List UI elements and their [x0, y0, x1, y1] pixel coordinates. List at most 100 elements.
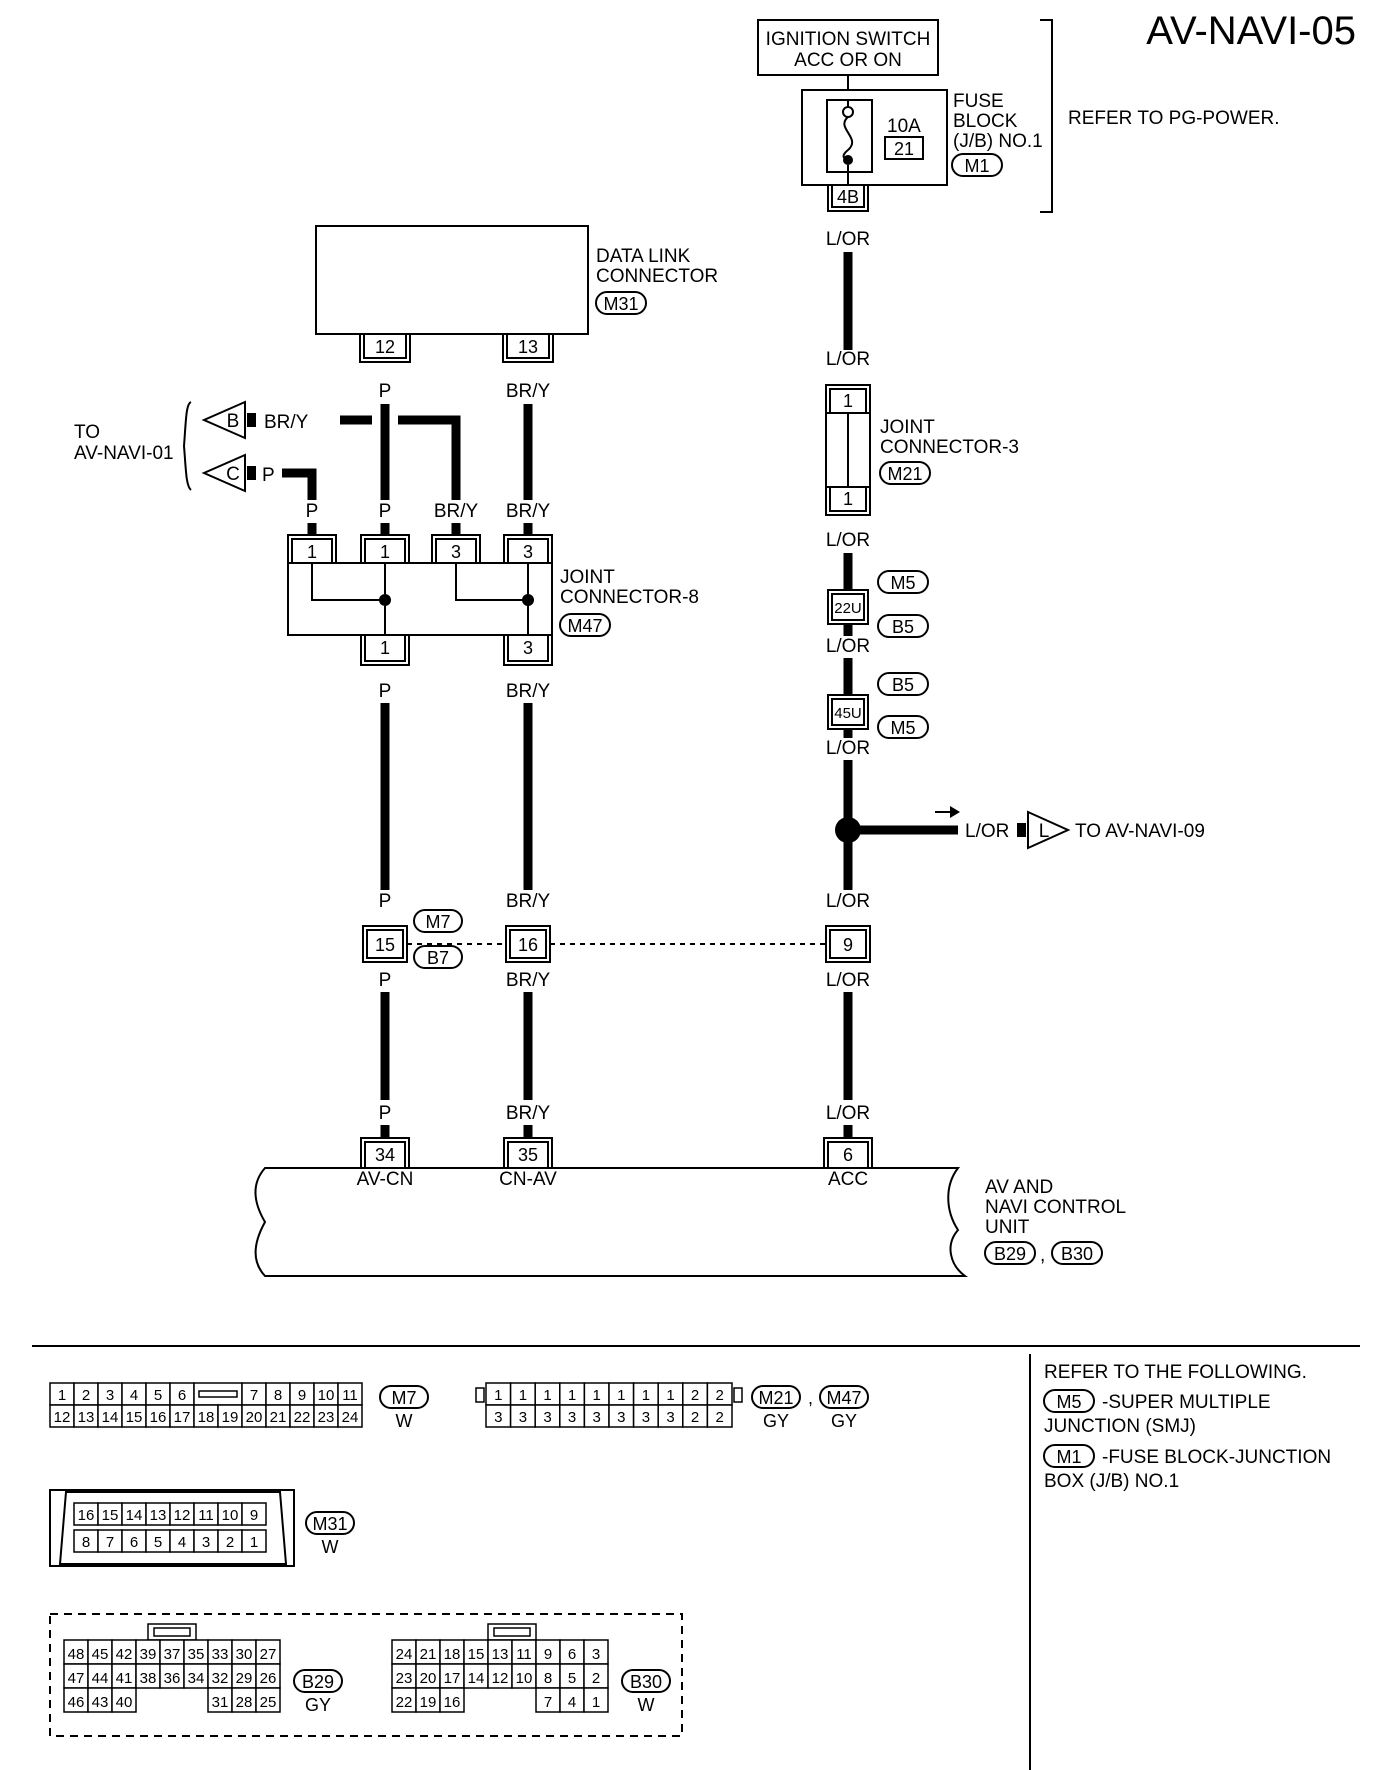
terminal-number: 9	[298, 1387, 306, 1404]
terminal-number: 18	[444, 1646, 461, 1663]
unit-label-3: UNIT	[985, 1217, 1030, 1238]
m21-sep: ,	[808, 1388, 813, 1408]
smj-conn-b5: B5	[892, 617, 914, 637]
arrow-l-icon	[1027, 810, 1071, 850]
b30-id: B30	[630, 1672, 662, 1692]
wire-color-label: L/OR	[826, 891, 870, 912]
terminal-number: 23	[318, 1409, 335, 1426]
terminal-number: 3	[519, 1409, 527, 1426]
to-navi01-label-2: AV-NAVI-01	[74, 443, 174, 464]
terminal-number: 1	[617, 1387, 625, 1404]
terminal-number: 3	[543, 1409, 551, 1426]
jc8-top-pin: 1	[380, 542, 390, 562]
terminal-number: 8	[274, 1387, 282, 1404]
terminal-number: 33	[212, 1646, 229, 1663]
jc3-pin-top: 1	[843, 391, 853, 411]
dlc-connector-id: M31	[603, 294, 638, 314]
terminal-number: 3	[593, 1409, 601, 1426]
terminal-number: 13	[492, 1646, 509, 1663]
terminal-number: 15	[126, 1409, 143, 1426]
terminal-number: 7	[106, 1534, 114, 1551]
terminal-number: 10	[222, 1507, 239, 1524]
terminal-number: 24	[342, 1409, 359, 1426]
jc8-connector-id: M47	[567, 616, 602, 636]
jc8-label-2: CONNECTOR-8	[560, 587, 699, 608]
terminal-number: 16	[78, 1507, 95, 1524]
terminal-number: 35	[188, 1646, 205, 1663]
terminal-number: 22	[294, 1409, 311, 1426]
jc3-connector-id: M21	[887, 464, 922, 484]
terminal-number: 44	[92, 1670, 109, 1687]
wire-color-label: P	[306, 501, 319, 522]
inline-pin: 15	[375, 935, 395, 955]
terminal-number: 12	[174, 1507, 191, 1524]
terminal-number: 36	[164, 1670, 181, 1687]
b30-color: W	[638, 1695, 655, 1715]
terminal-number: 1	[543, 1387, 551, 1404]
to-av-navi-01: TO AV-NAVI-01 B BR/Y C P	[74, 400, 309, 493]
arrow-b-icon	[201, 400, 246, 440]
terminal-number: 26	[260, 1670, 277, 1687]
wire-color-label: L/OR	[826, 636, 870, 657]
unit-pin: 34	[375, 1145, 395, 1165]
terminal-number: 31	[212, 1694, 229, 1711]
terminal-number: 3	[642, 1409, 650, 1426]
unit-label-2: NAVI CONTROL	[985, 1197, 1126, 1218]
refer-item1-line2: JUNCTION (SMJ)	[1044, 1416, 1196, 1437]
inline-conn-b7: B7	[427, 948, 449, 968]
refer-item1-conn: M5	[1056, 1392, 1081, 1412]
refer-pg-power: REFER TO PG-POWER.	[1068, 108, 1280, 129]
page-title: AV-NAVI-05	[1146, 9, 1356, 53]
terminal-number: 9	[544, 1646, 552, 1663]
refer-following: REFER TO THE FOLLOWING. M5 -SUPER MULTIP…	[1043, 1362, 1331, 1492]
smj-45u: 45U B5 M5	[827, 672, 929, 739]
smj-conn-m5: M5	[890, 718, 915, 738]
terminal-number: 1	[494, 1387, 502, 1404]
dlc-label-1: DATA LINK	[596, 246, 691, 267]
unit-pin: 6	[843, 1145, 853, 1165]
terminal-number: 11	[516, 1646, 532, 1663]
unit-conn-sep: ,	[1040, 1245, 1045, 1266]
wire-color-label: L/OR	[826, 530, 870, 551]
smj-22u: 22U M5 B5	[827, 570, 929, 638]
inline-conn-m7: M7	[425, 912, 450, 932]
terminal-number: 5	[154, 1387, 162, 1404]
m47-color: GY	[831, 1411, 857, 1431]
terminal-number: 3	[494, 1409, 502, 1426]
terminal-number: 2	[226, 1534, 234, 1551]
m47-id: M47	[826, 1388, 861, 1408]
terminal-number: 20	[246, 1409, 263, 1426]
terminal-number: 21	[270, 1409, 287, 1426]
m31-id: M31	[312, 1514, 347, 1534]
refer-item2-line2: BOX (J/B) NO.1	[1044, 1471, 1179, 1492]
unit-conn-b29: B29	[994, 1244, 1026, 1264]
terminal-number: 1	[592, 1694, 600, 1711]
terminal-number: 42	[116, 1646, 133, 1663]
inline-pin: 16	[518, 935, 538, 955]
smj-conn-b5: B5	[892, 675, 914, 695]
jc8-bottom-pin: 3	[523, 638, 533, 658]
jc8-top-pin: 3	[451, 542, 461, 562]
wire-color-label: BR/Y	[434, 501, 479, 522]
terminal-number: 2	[691, 1409, 699, 1426]
joint-connector-3: 1 1 JOINT CONNECTOR-3 M21	[825, 384, 1019, 516]
terminal-number: 34	[188, 1670, 205, 1687]
terminal-number: 8	[544, 1670, 552, 1687]
wire-color-label: L/OR	[826, 229, 870, 250]
terminal-number: 12	[492, 1670, 509, 1687]
terminal-number: 2	[691, 1387, 699, 1404]
terminal-number: 17	[444, 1670, 461, 1687]
wire-color-label: P	[379, 970, 392, 991]
wire-color-label: L/OR	[826, 349, 870, 370]
fuse-block: 10A 21 FUSE BLOCK (J/B) NO.1 M1 4B	[801, 89, 1043, 212]
b29-color: GY	[305, 1695, 331, 1715]
terminal-number: 38	[140, 1670, 157, 1687]
terminal-number: 14	[126, 1507, 143, 1524]
terminal-number: 3	[592, 1646, 600, 1663]
terminal-number: 4	[568, 1694, 576, 1711]
terminal-number: 1	[250, 1534, 258, 1551]
wire-color-label: BR/Y	[506, 681, 551, 702]
